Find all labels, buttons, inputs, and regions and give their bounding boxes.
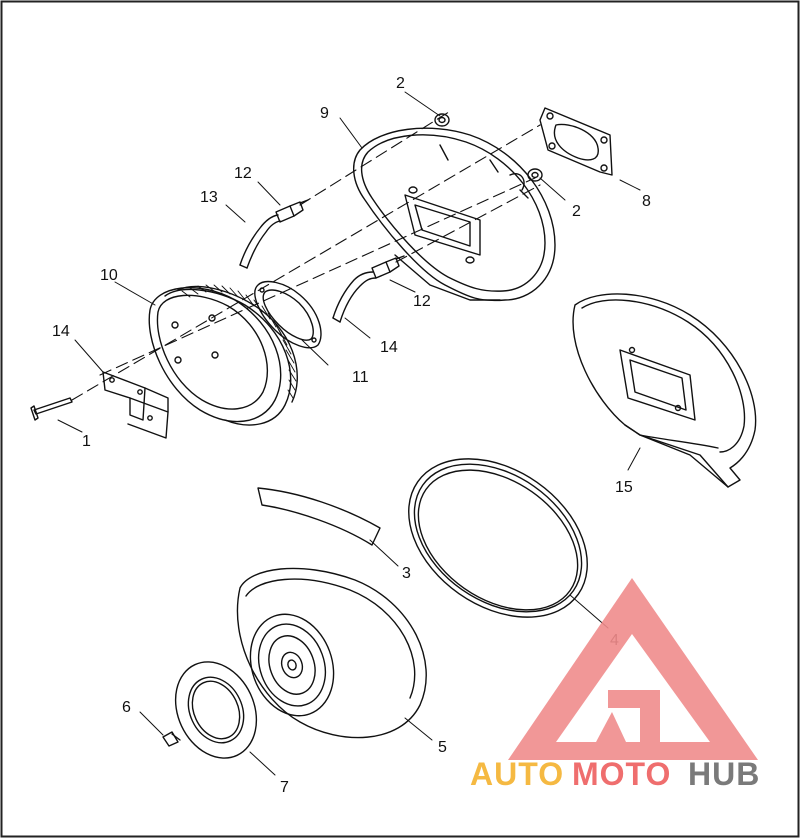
insert-part-7 — [174, 661, 258, 759]
callout-2-upper: 2 — [396, 75, 405, 92]
callout-12-upper: 12 — [234, 165, 252, 182]
seal-ring-part-4 — [408, 458, 588, 618]
callout-2-lower: 2 — [572, 203, 581, 220]
callout-14-lower: 14 — [380, 339, 398, 356]
callout-6: 6 — [122, 699, 131, 716]
callout-12-lower: 12 — [413, 293, 431, 310]
breather-hose-part-14-upper — [239, 214, 281, 269]
badge-part-3 — [257, 487, 381, 546]
cover-part-5 — [236, 567, 427, 739]
callout-15: 15 — [615, 479, 633, 496]
screw-part-6 — [162, 731, 181, 747]
leader-lines — [57, 91, 641, 776]
callout-9: 9 — [320, 105, 329, 122]
callout-11: 11 — [352, 369, 369, 386]
screw-part-1 — [30, 397, 73, 421]
washer-part-2-lower — [527, 168, 543, 182]
callout-13: 14 — [52, 323, 70, 340]
washer-part-2-upper — [434, 113, 450, 127]
air-filter-part-10 — [148, 284, 298, 426]
watermark-word-hub: HUB — [688, 756, 760, 792]
watermark-word-auto: AUTO — [470, 756, 564, 792]
backplate-part-15 — [572, 293, 757, 488]
assembly-lines — [71, 109, 541, 401]
callout-1: 1 — [82, 433, 91, 450]
callout-3: 3 — [402, 565, 411, 582]
breather-hose-part-14-lower — [332, 271, 377, 323]
callout-10: 10 — [100, 267, 118, 284]
callout-7: 7 — [280, 779, 289, 796]
callout-14-upper: 13 — [200, 189, 218, 206]
callout-5: 5 — [438, 739, 447, 756]
gasket-part-11 — [254, 280, 322, 349]
watermark-logo — [508, 578, 758, 760]
gasket-part-8 — [539, 107, 613, 176]
watermark-word-moto: MOTO — [572, 756, 671, 792]
breather-bolt-part-12-lower — [371, 255, 405, 279]
callout-8: 8 — [642, 193, 651, 210]
bracket-part-13 — [102, 371, 169, 439]
